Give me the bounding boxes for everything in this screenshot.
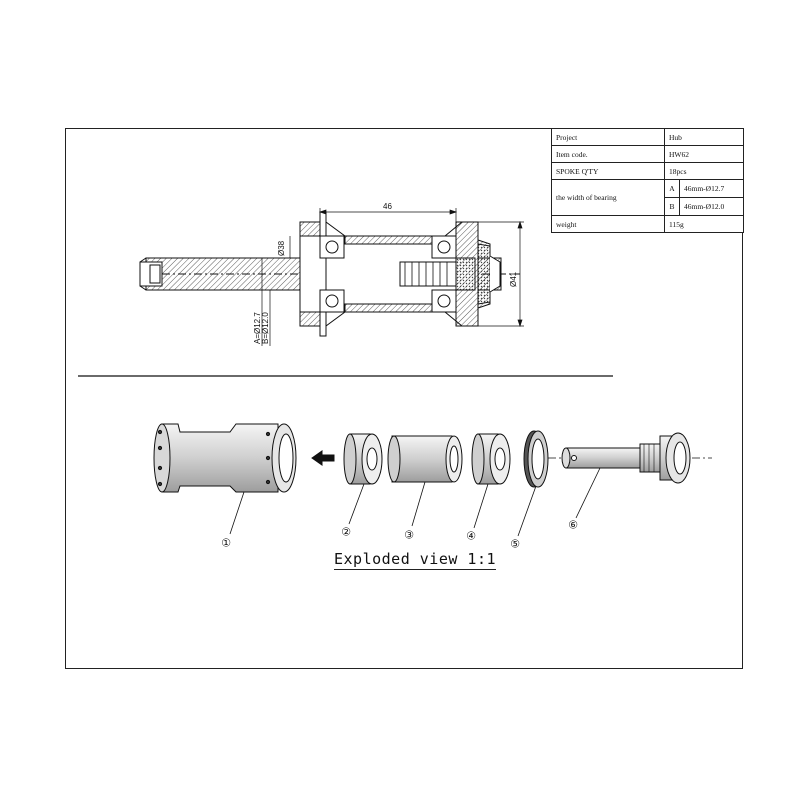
row-bearing-a: the width of bearing A 46mm-Ø12.7 [551,179,744,216]
part-6-axle [548,432,712,484]
bearing-b-value: 46mm-Ø12.0 [679,197,744,216]
spoke-value: 18pcs [664,162,744,180]
part-number-labels: ① ② ③ ④ ⑤ ⑥ [221,519,578,551]
bearing-label: the width of bearing [551,179,665,216]
hub-shell-section [299,211,501,337]
project-value: Hub [664,128,744,146]
part-label-3: ③ [404,529,414,542]
leader-lines [229,467,601,537]
exploded-view [153,423,712,537]
project-label: Project [551,128,665,146]
part-3-spacer [387,435,463,483]
bearing-a-key: A [664,179,680,198]
part-4-bearing [471,433,511,485]
part-label-2: ② [341,526,351,539]
row-project: Project Hub [551,128,744,146]
item-code-label: Item code. [551,145,665,163]
item-code-value: HW62 [664,145,744,163]
dim-width-label: 46 [383,202,392,211]
spoke-label: SPOKE Q'TY [551,162,665,180]
row-item-code: Item code. HW62 [551,145,744,163]
part-2-bearing [343,433,383,485]
drawing-frame [65,128,743,669]
dim-axle-b-label: B=Ø12.0 [261,312,270,344]
dim-inner-diameter-label: Ø38 [277,240,286,256]
part-label-1: ① [221,537,231,550]
bearing-a-value: 46mm-Ø12.7 [679,179,744,198]
dimension-lines [261,208,524,346]
exploded-view-caption: Exploded view 1:1 [334,550,497,570]
part-5-seal-ring [523,430,549,488]
title-block: Project Hub Item code. HW62 SPOKE Q'TY 1… [551,128,744,233]
row-weight: weight 115g [551,215,744,233]
weight-value: 115g [664,215,744,233]
section-view: 46 Ø38 Ø41 A=Ø12.7 B=Ø12.0 [139,202,524,346]
part-label-5: ⑤ [510,538,520,551]
part-label-6: ⑥ [568,519,578,532]
bearing-b-key: B [664,197,680,216]
part-1-hub-shell [153,423,297,493]
dim-outer-diameter-label: Ø41 [509,271,518,287]
weight-label: weight [551,215,665,233]
assembly-arrow-icon [311,450,335,466]
dim-axle-a-label: A=Ø12.7 [253,312,262,344]
row-spoke: SPOKE Q'TY 18pcs [551,162,744,180]
part-label-4: ④ [466,530,476,543]
